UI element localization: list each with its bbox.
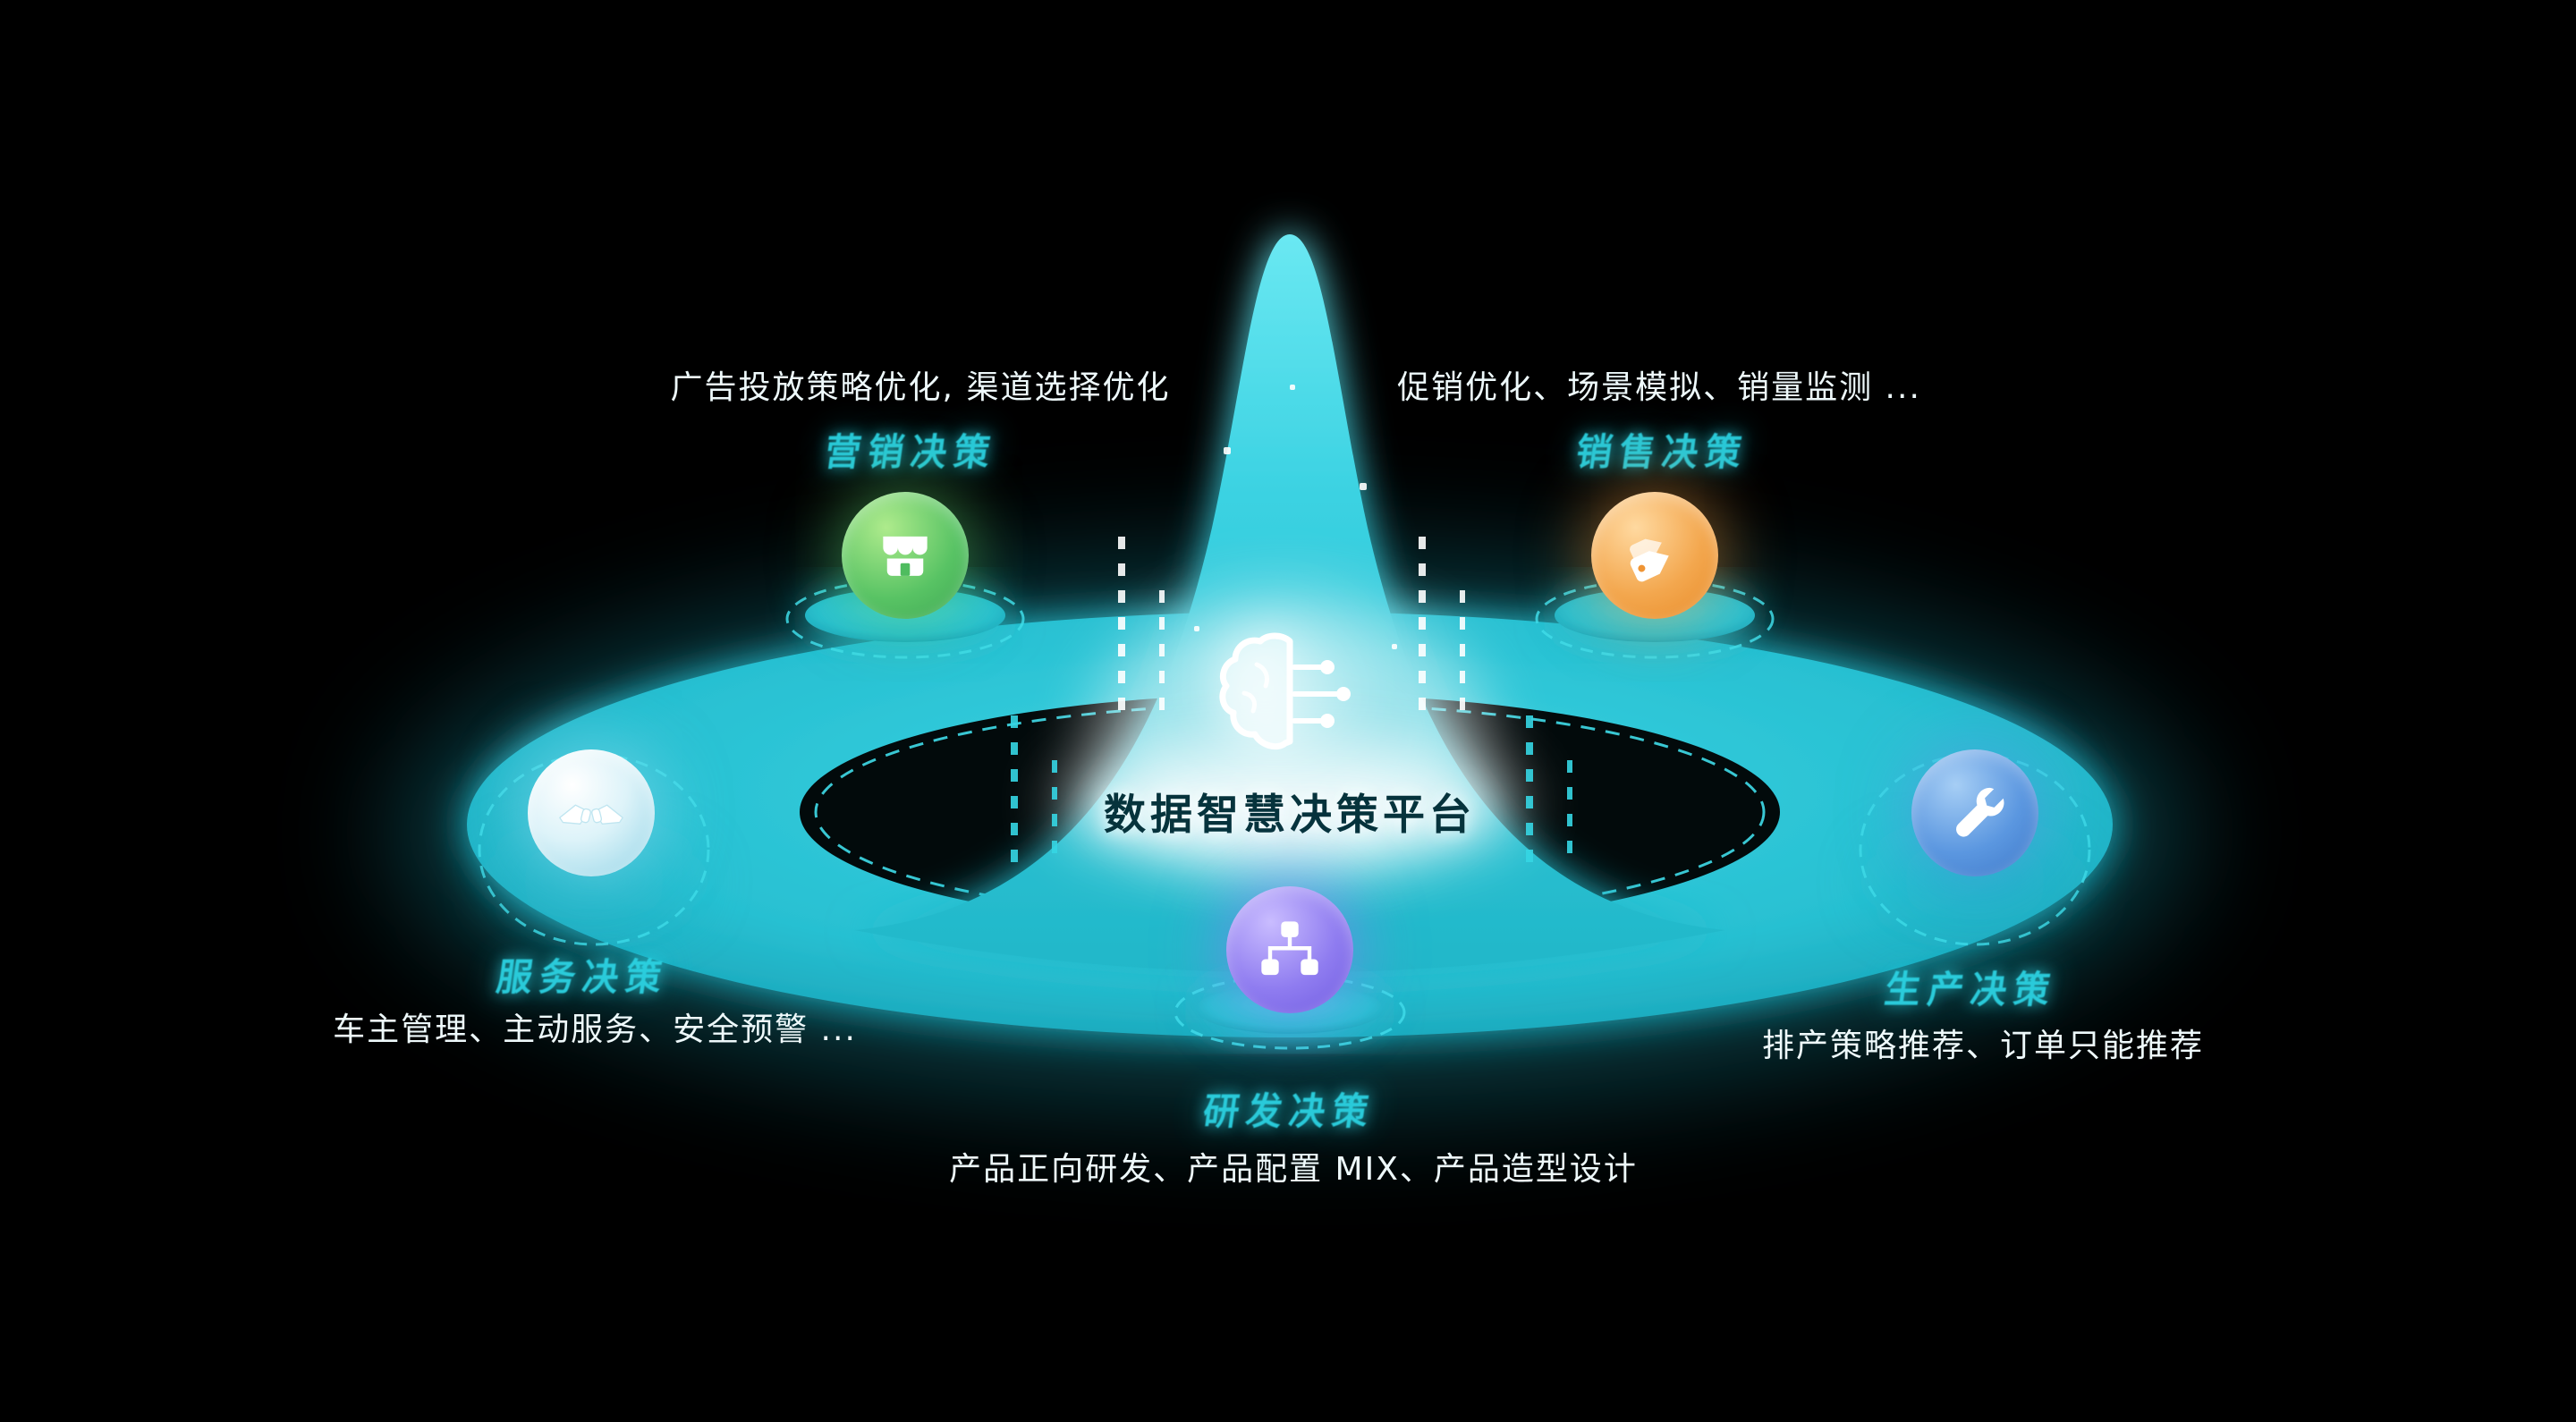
sparkle-dot	[1194, 626, 1199, 631]
handshake-glyph	[559, 804, 623, 825]
service-desc-text: 车主管理、主动服务、安全预警 ...	[333, 1011, 857, 1048]
platform-title: 数据智慧决策平台	[1104, 791, 1476, 840]
storefront-glyph	[883, 536, 928, 576]
sparkle-dot	[1392, 644, 1397, 649]
production-soft-glow	[1877, 841, 2073, 921]
org-chart-glyph	[1261, 921, 1318, 976]
sparkle-column	[1118, 537, 1125, 715]
sparkle-dot	[1224, 447, 1231, 454]
org-chart-icon	[1226, 886, 1353, 1013]
sparkle-column	[1526, 715, 1533, 868]
title-white-glow	[1062, 744, 1518, 862]
rnd-desc-text: 产品正向研发、产品配置 MIX、产品造型设计	[949, 1151, 1638, 1188]
service-soft-glow	[496, 841, 692, 921]
sparkle-column	[1419, 537, 1426, 715]
storefront-icon	[842, 492, 969, 619]
sparkle-dot	[1290, 385, 1295, 390]
sparkle-column	[1052, 760, 1057, 868]
wrench-glyph	[1956, 787, 2004, 837]
production-desc-text: 排产策略推荐、订单只能推荐	[1761, 1028, 2205, 1064]
wrench-icon	[1911, 749, 2038, 876]
sparkle-column	[1011, 715, 1018, 868]
production-category-label: 生产决策	[1882, 969, 2060, 1012]
sales-desc-text: 促销优化、场景模拟、销量监测 ...	[1397, 369, 1921, 406]
center-brand	[1214, 624, 1366, 764]
marketing-desc-text: 广告投放策略优化, 渠道选择优化	[670, 369, 1171, 406]
price-tags-icon	[1591, 492, 1718, 619]
sales-category-label: 销售决策	[1573, 431, 1751, 475]
price-tags-glyph	[1630, 538, 1669, 582]
brain-circuit-icon	[1219, 632, 1351, 750]
sparkle-dot	[1360, 483, 1367, 490]
sparkle-column	[1159, 590, 1165, 715]
rnd-category-label: 研发决策	[1200, 1090, 1378, 1134]
rnd-dashed-ring	[1174, 975, 1406, 1050]
sparkle-column	[1567, 760, 1572, 868]
sparkle-column	[1460, 590, 1465, 715]
service-category-label: 服务决策	[494, 956, 672, 1000]
marketing-category-label: 营销决策	[822, 431, 1000, 475]
handshake-icon	[528, 749, 655, 876]
